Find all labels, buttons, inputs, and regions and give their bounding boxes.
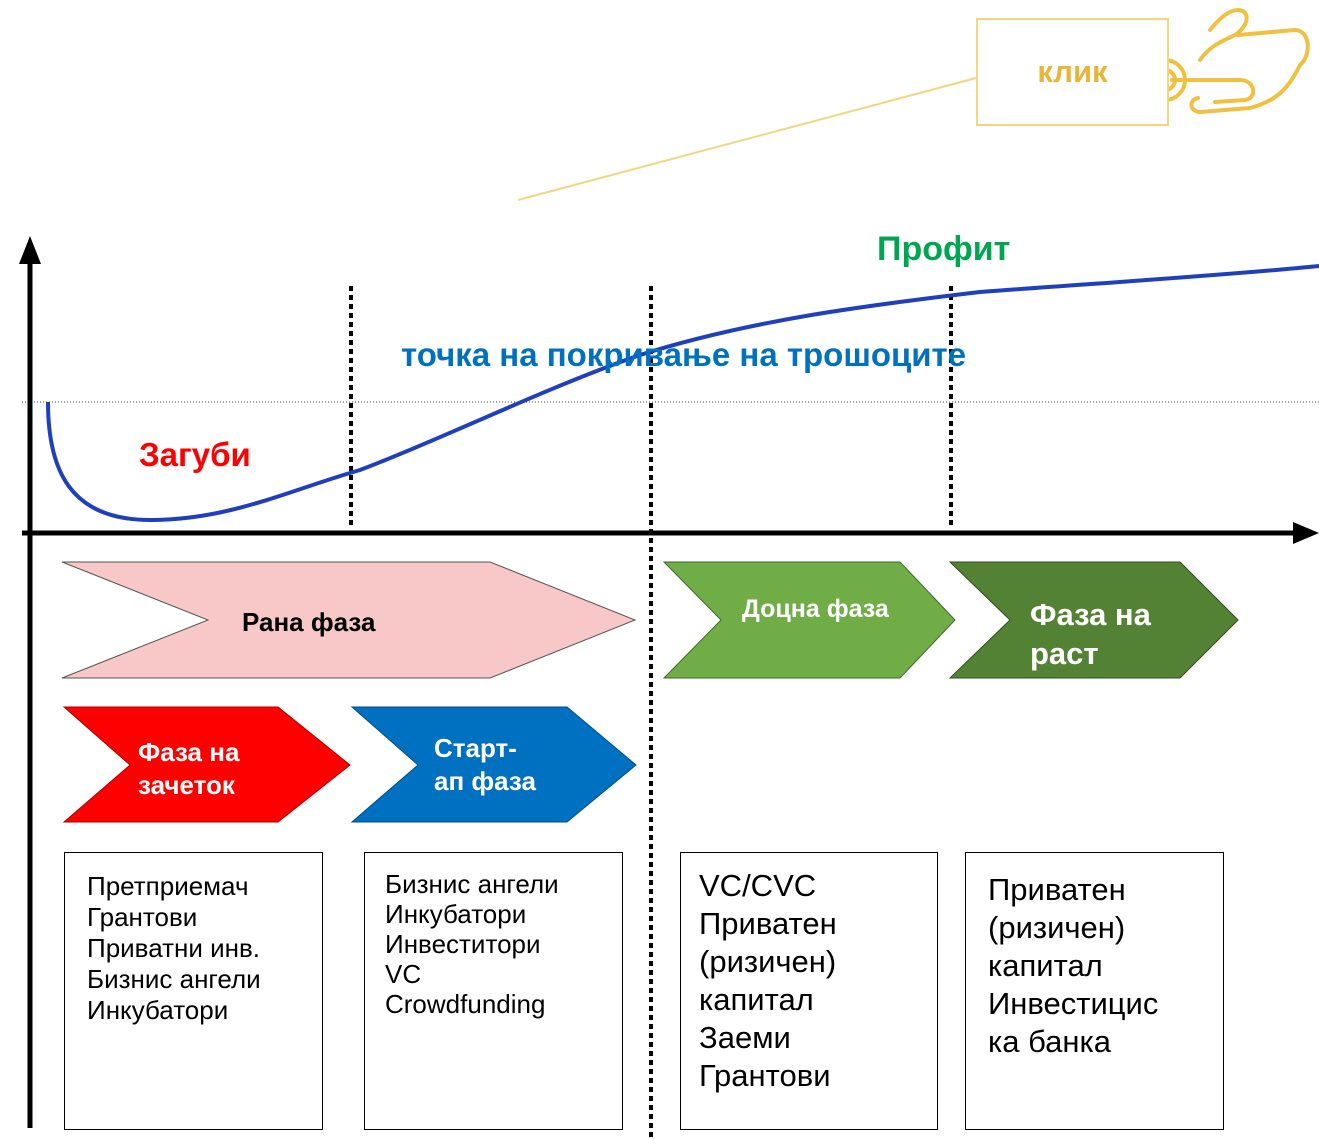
funding-box-startup: Бизнис ангели Инкубатори Инвеститори VC … <box>364 852 623 1130</box>
early-phase-arrow <box>61 561 637 679</box>
seed-phase-arrow <box>62 706 351 823</box>
startup-phase-label: Старт- ап фаза <box>434 733 536 796</box>
profit-label: Профит <box>877 230 1011 268</box>
break-even-label: точка на покривање на трошоците <box>401 336 967 373</box>
late-phase-arrow <box>662 561 956 679</box>
startup-phase-arrow <box>350 706 637 823</box>
click-button[interactable]: клик <box>976 18 1169 126</box>
funding-box-seed: Претприемач Грантови Приватни инв. Бизни… <box>64 852 323 1130</box>
click-connector-line <box>517 77 977 201</box>
losses-label: Загуби <box>139 436 251 473</box>
growth-phase-label: Фаза на раст <box>1030 597 1151 671</box>
x-axis-arrow <box>1293 522 1319 544</box>
early-phase-label: Рана фаза <box>242 607 376 637</box>
funding-box-late: VC/CVC Приватен (ризичен) капитал Заеми … <box>680 852 938 1130</box>
hand-pointer-icon <box>1143 8 1310 114</box>
y-axis-arrow <box>19 236 41 264</box>
late-phase-label: Доцна фаза <box>742 595 889 623</box>
seed-phase-label: Фаза на зачеток <box>138 737 240 800</box>
funding-box-growth: Приватен (ризичен) капитал Инвестицис ка… <box>965 852 1224 1130</box>
j-curve <box>46 264 1319 523</box>
click-label: клик <box>1037 54 1108 89</box>
growth-phase-arrow <box>948 561 1239 679</box>
